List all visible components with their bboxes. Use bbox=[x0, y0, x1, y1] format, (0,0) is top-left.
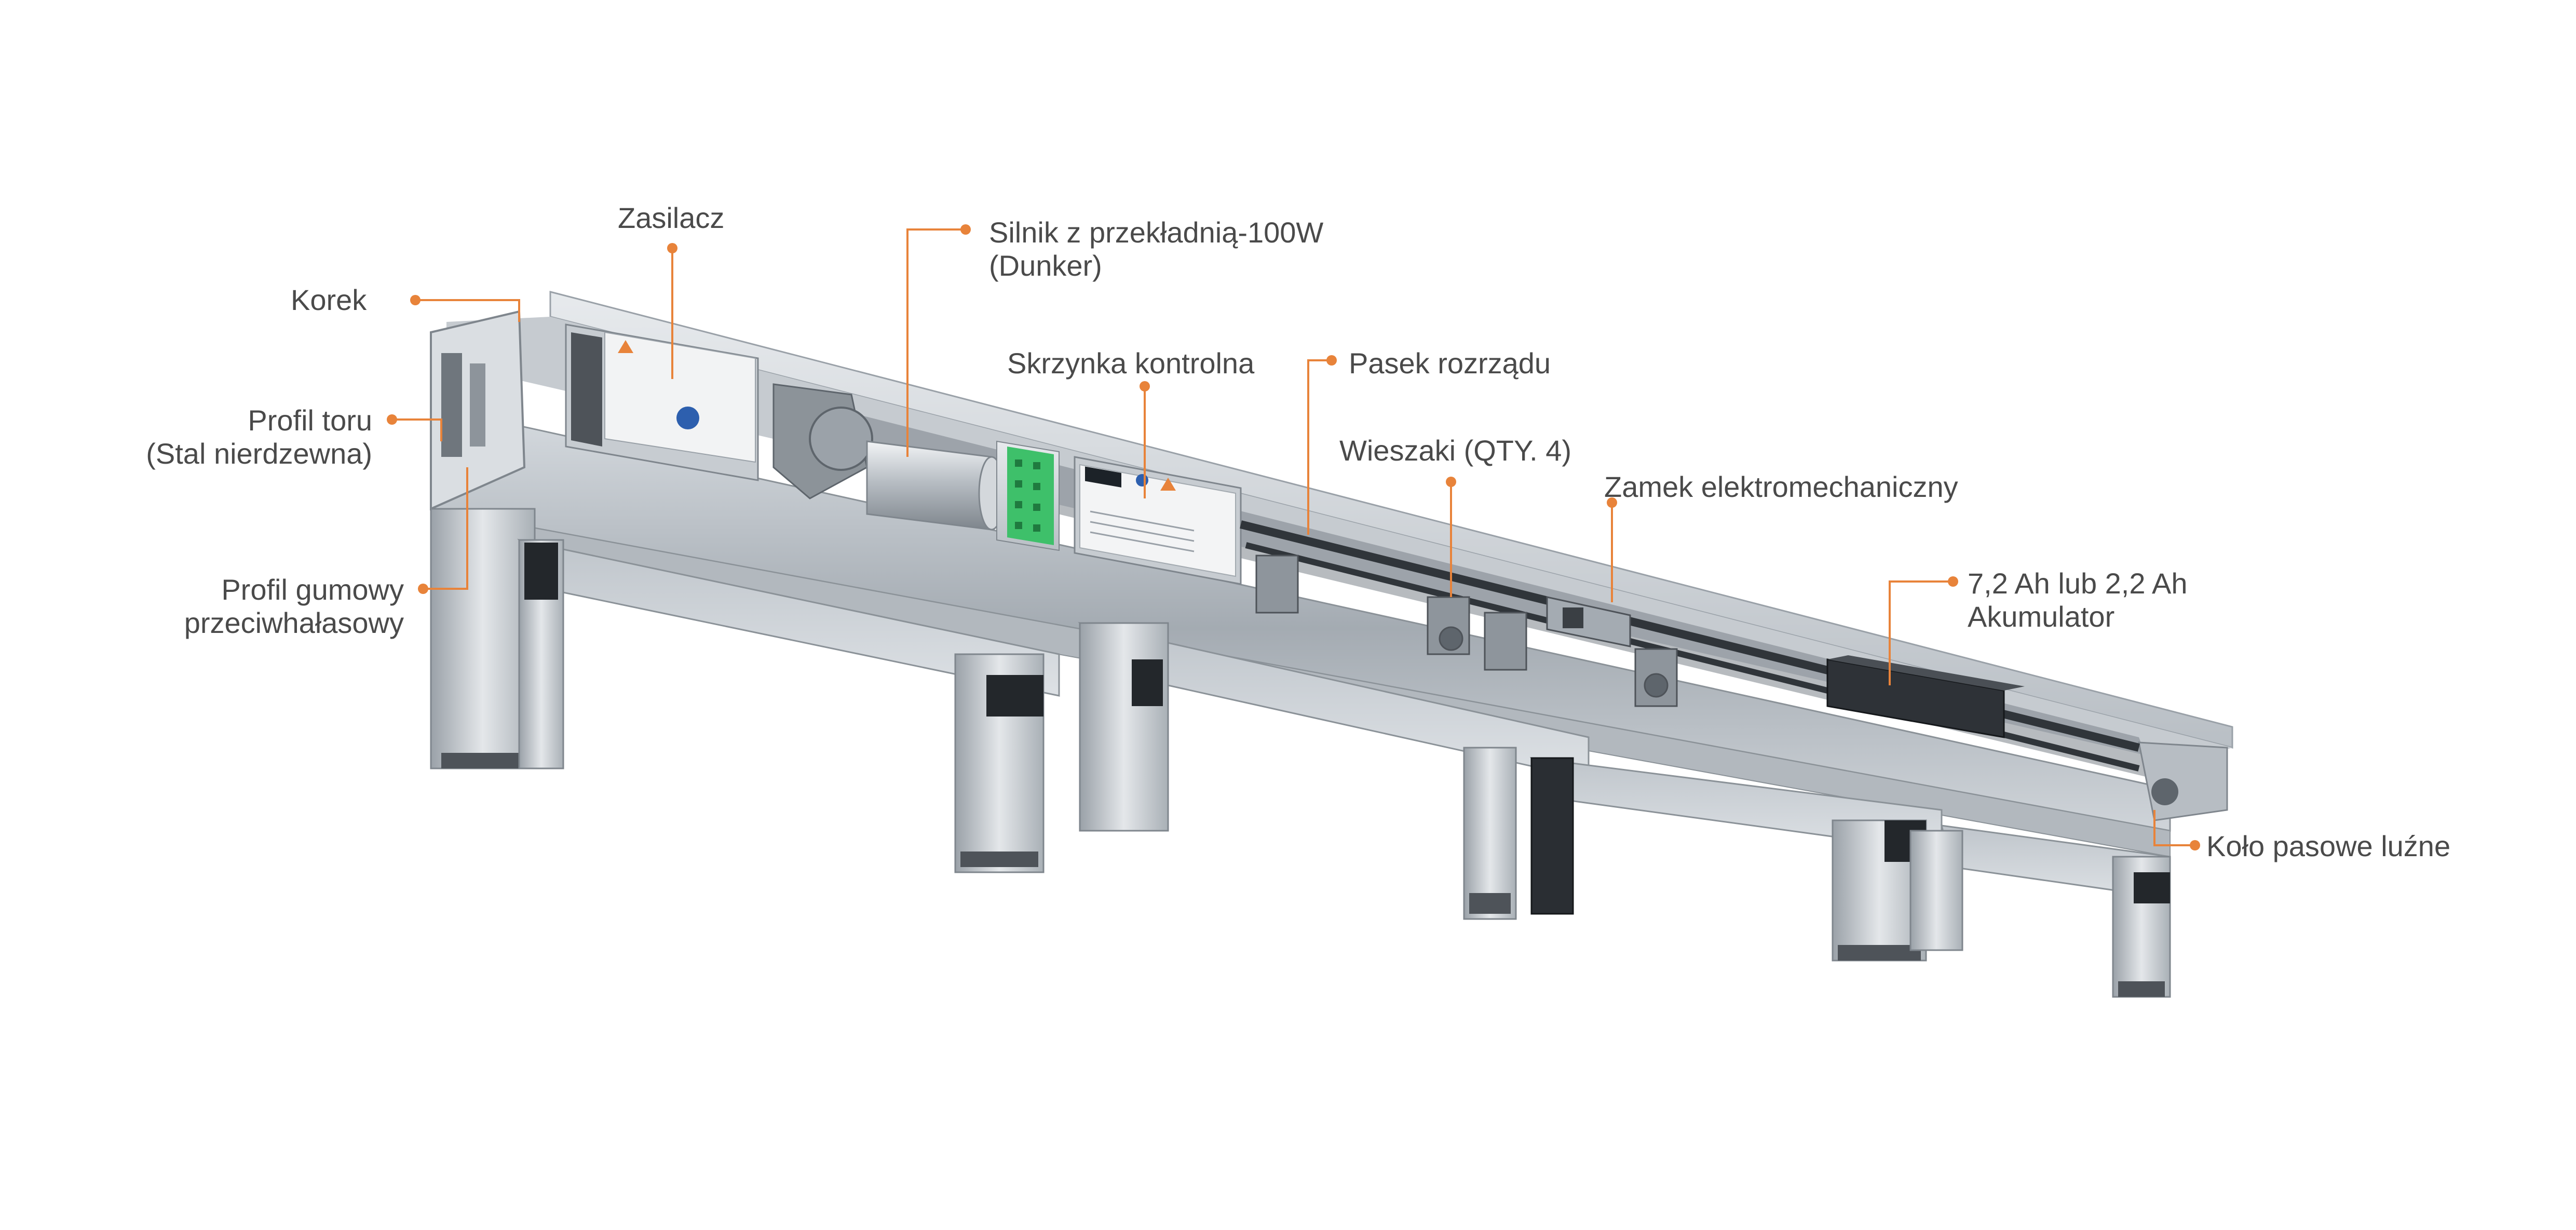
battery bbox=[1826, 655, 2025, 738]
leader-akumulator bbox=[1889, 580, 1953, 685]
door-panel-2 bbox=[1078, 621, 1590, 920]
gear-motor bbox=[772, 383, 1005, 531]
label-zasilacz: Zasilacz bbox=[618, 201, 725, 234]
leader-korek bbox=[415, 299, 520, 322]
label-pasek: Pasek rozrządu bbox=[1349, 347, 1551, 380]
leader-akumulator-dot bbox=[1948, 576, 1958, 587]
label-wieszaki: Wieszaki (QTY. 4) bbox=[1339, 434, 1572, 467]
power-supply bbox=[565, 323, 759, 481]
label-korek: Korek bbox=[291, 283, 367, 316]
label-silnik-line1: Silnik z przekładnią-100W bbox=[989, 216, 1324, 249]
leader-zasilacz-dot bbox=[667, 243, 677, 253]
hangers bbox=[1255, 555, 1678, 707]
leader-korek-dot bbox=[410, 295, 421, 305]
control-box bbox=[996, 440, 1242, 585]
label-akumulator-line1: 7,2 Ah lub 2,2 Ah bbox=[1968, 567, 2188, 600]
label-zamek: Zamek elektromechaniczny bbox=[1604, 470, 1958, 503]
leader-kolo bbox=[2153, 810, 2195, 846]
idler-pulley bbox=[2151, 778, 2178, 805]
leader-profil-gumowy bbox=[423, 467, 468, 590]
door-panel-4 bbox=[1909, 824, 2171, 998]
leader-kolo-dot bbox=[2190, 840, 2200, 850]
leader-pasek bbox=[1307, 359, 1332, 535]
leader-silnik-dot bbox=[960, 224, 971, 235]
electromechanical-lock bbox=[1546, 596, 1631, 647]
leader-lines bbox=[387, 224, 2200, 850]
end-cap-slot bbox=[441, 353, 462, 457]
label-profil-toru-line2: (Stal nierdzewna) bbox=[146, 437, 372, 470]
leader-silnik bbox=[906, 228, 966, 457]
leader-profil-toru-dot bbox=[387, 414, 397, 425]
end-cap-slot bbox=[470, 363, 485, 447]
leader-profil-toru bbox=[392, 418, 442, 441]
label-kolo-pasowe: Koło pasowe luźne bbox=[2206, 830, 2451, 862]
label-akumulator-line2: Akumulator bbox=[1968, 600, 2115, 633]
leader-skrzynka-dot bbox=[1140, 381, 1150, 391]
label-skrzynka: Skrzynka kontrolna bbox=[1007, 347, 1255, 380]
label-profil-gumowy-line2: przeciwhałasowy bbox=[184, 606, 404, 639]
leader-wieszaki-dot bbox=[1446, 477, 1456, 487]
label-profil-toru-line1: Profil toru bbox=[248, 404, 372, 437]
label-profil-gumowy-line1: Profil gumowy bbox=[221, 573, 404, 606]
door-panel-1 bbox=[517, 538, 1060, 873]
label-silnik-line2: (Dunker) bbox=[989, 249, 1102, 282]
fixed-post bbox=[430, 508, 536, 769]
leader-zamek-dot bbox=[1607, 497, 1617, 508]
leader-profil-gumowy-dot bbox=[418, 584, 428, 594]
end-bracket bbox=[2138, 741, 2228, 821]
leader-pasek-dot bbox=[1326, 355, 1337, 366]
